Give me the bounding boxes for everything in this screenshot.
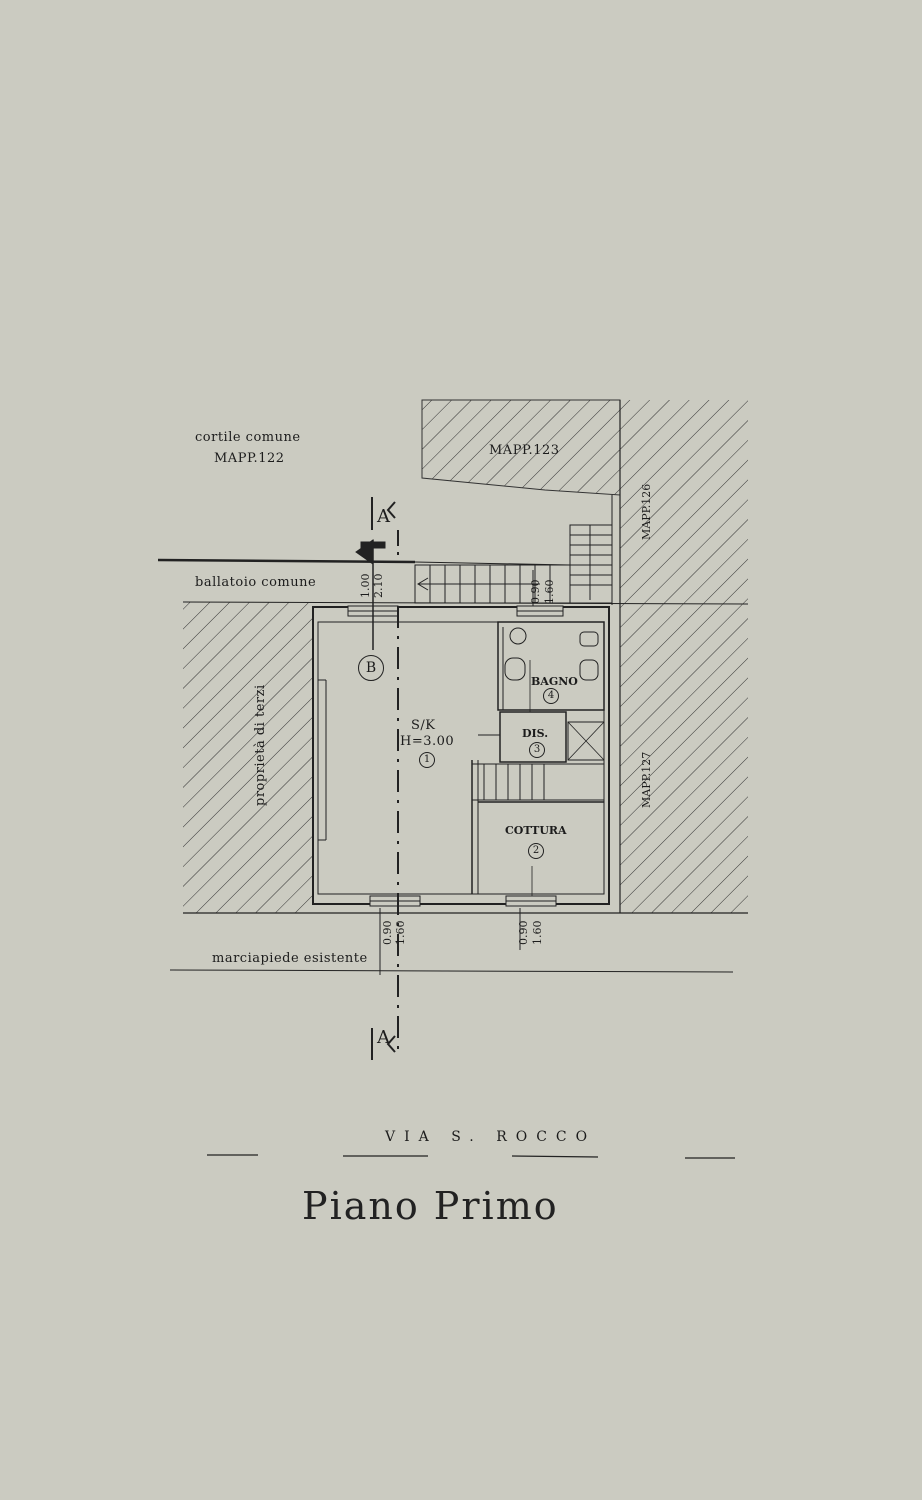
room-sk-name: S/K xyxy=(411,718,436,733)
hatch-mapp127 xyxy=(620,605,748,913)
marker-b-arrow xyxy=(355,539,386,650)
ballatoio-stairs xyxy=(414,524,613,604)
dim-win-bottom-left-1: 0.90 xyxy=(381,920,394,946)
hatch-mapp126 xyxy=(620,400,748,605)
label-marciapiede: marciapiede esistente xyxy=(212,951,368,966)
label-mapp126: MAPP.126 xyxy=(640,483,653,540)
marker-b: B xyxy=(358,655,384,681)
label-proprieta: proprietà di terzi xyxy=(253,684,268,806)
dim-win-bottom-left-2: 1.60 xyxy=(394,920,407,946)
label-cortile: cortile comune xyxy=(195,430,301,445)
room-dis-number: 3 xyxy=(529,742,545,758)
room-bagno-name: BAGNO xyxy=(531,675,578,688)
street-name: VIA S. ROCCO xyxy=(385,1129,597,1145)
section-line-a xyxy=(371,497,399,1060)
dim-door-top-left-1: 1.00 xyxy=(359,573,372,599)
room-sk-number: 1 xyxy=(419,752,435,768)
dim-door-top-right-2: 1.60 xyxy=(543,579,556,605)
section-a-bottom: A xyxy=(377,1027,390,1048)
section-a-top: A xyxy=(377,506,390,527)
room-sk-height: H=3.00 xyxy=(400,734,455,749)
room-cottura-number: 2 xyxy=(528,843,544,859)
hatch-proprieta-terzi xyxy=(183,602,313,913)
dim-door-top-right-1: 0.90 xyxy=(529,579,542,605)
label-mapp123: MAPP.123 xyxy=(489,443,560,458)
room-cottura-name: COTTURA xyxy=(505,824,567,837)
dim-door-top-left-2: 2.10 xyxy=(372,573,385,599)
dim-win-bottom-right-1: 0.90 xyxy=(517,920,530,946)
label-ballatoio: ballatoio comune xyxy=(195,575,317,590)
hatch-mapp123 xyxy=(421,399,621,496)
label-mapp127: MAPP.127 xyxy=(640,751,653,808)
page-title: Piano Primo xyxy=(302,1184,559,1228)
room-bagno-number: 4 xyxy=(543,688,559,704)
bathroom-fixtures xyxy=(504,627,599,681)
dim-win-bottom-right-2: 1.60 xyxy=(531,920,544,946)
apartment-walls xyxy=(312,606,610,905)
street-lines xyxy=(207,1154,735,1159)
room-dis-name: DIS. xyxy=(522,727,549,740)
label-mapp122: MAPP.122 xyxy=(214,451,285,466)
